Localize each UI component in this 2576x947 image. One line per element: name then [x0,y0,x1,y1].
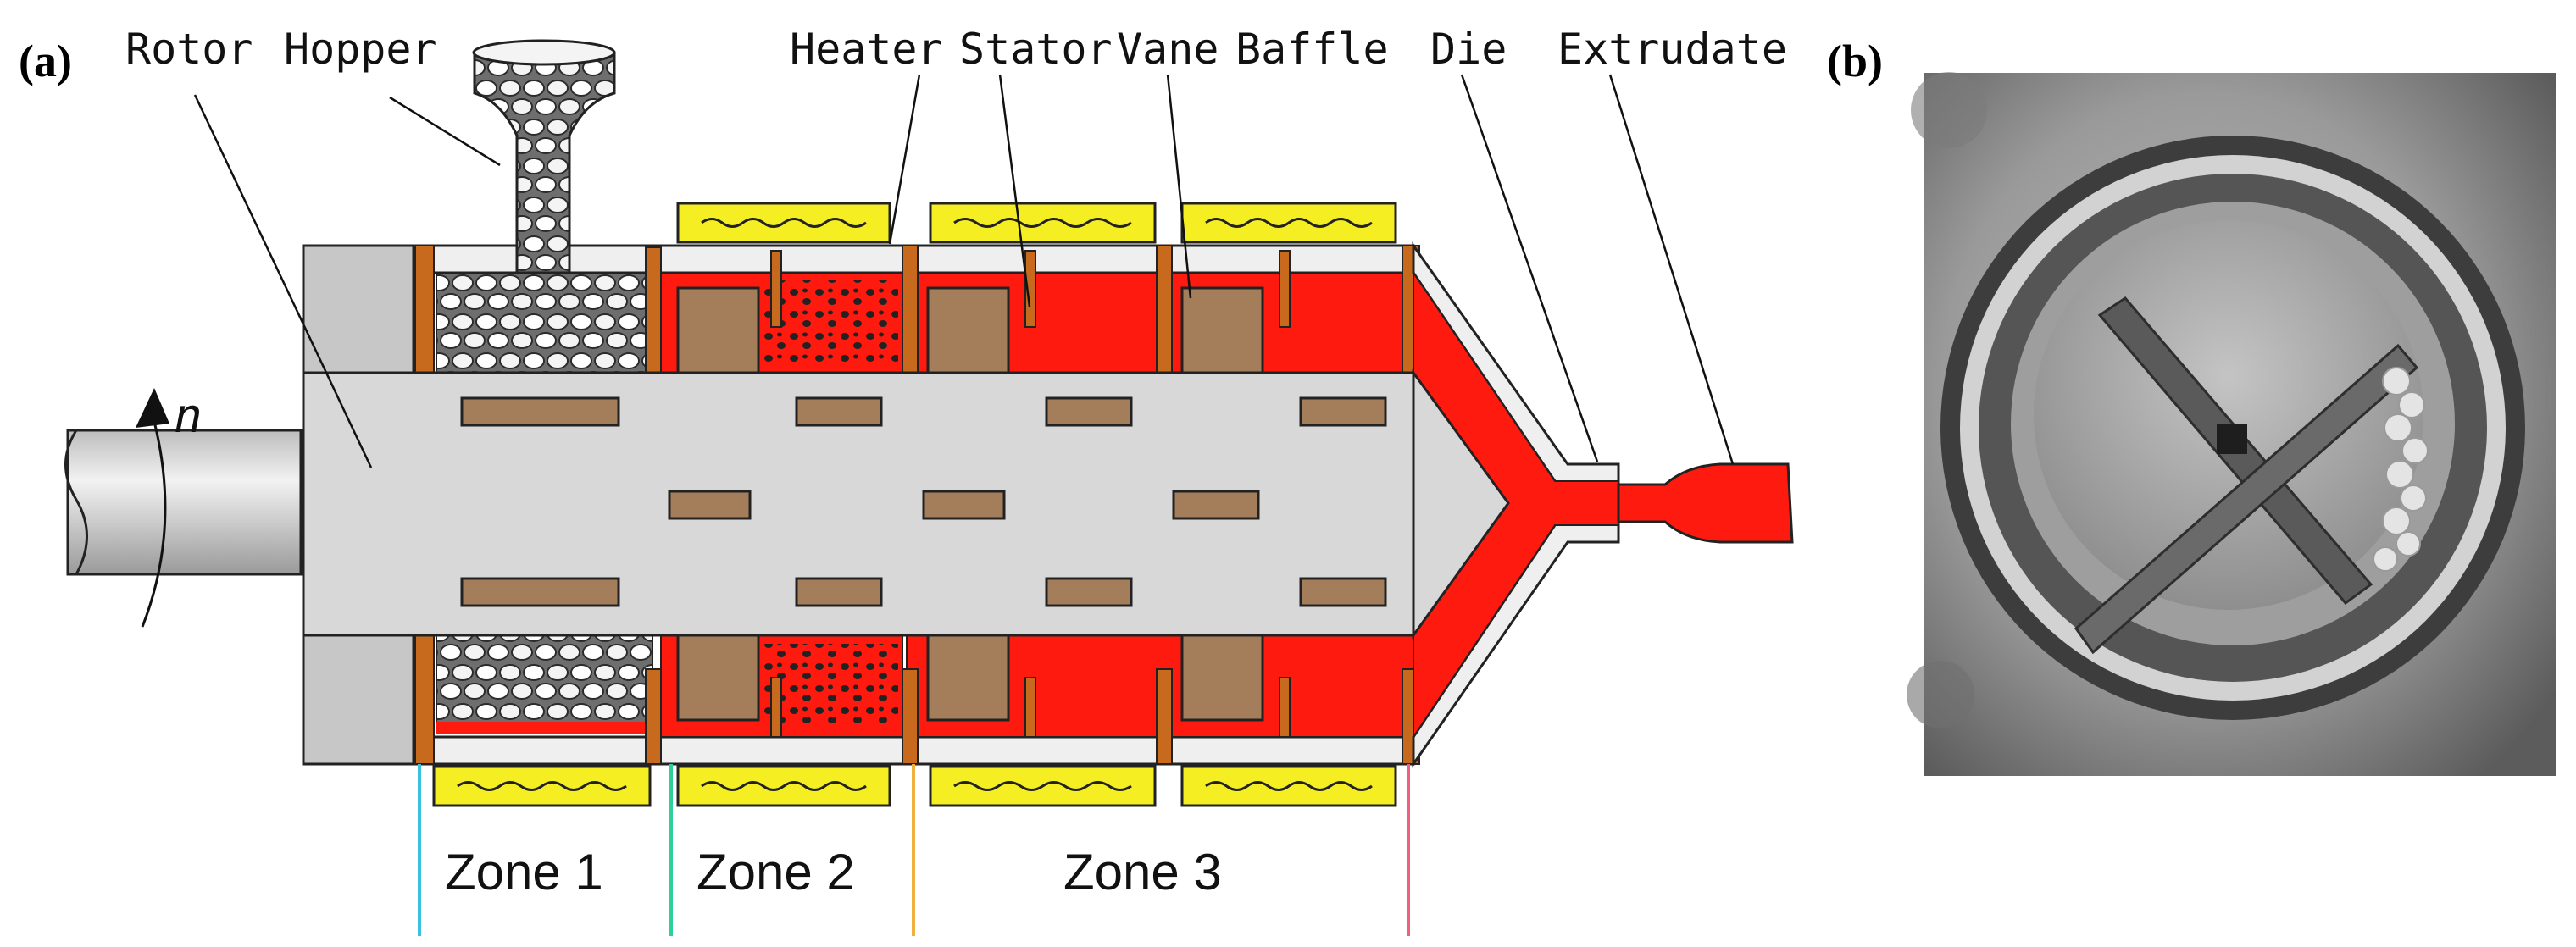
rotor-photograph [1907,72,2556,776]
heater-pad [676,765,891,807]
panel-label-b: (b) [1827,36,1883,86]
heaters [432,202,1397,807]
label-rotor: Rotor [125,25,253,74]
label-vane: Vane [1117,25,1219,74]
photo-cross-blades [2074,296,2419,655]
zone-2-label: Zone 2 [697,844,855,900]
label-heater: Heater [790,25,943,74]
stator-blocks [676,286,1264,722]
heater-pad [676,202,891,244]
label-stator: Stator [959,25,1113,74]
zone-dividers [418,764,1410,936]
drive-shaft [64,429,303,576]
label-die: Die [1430,25,1507,74]
heater-pad [1180,202,1397,244]
panel-label-a: (a) [19,36,72,86]
label-hopper: Hopper [284,25,437,74]
photo-disc [2034,220,2423,610]
heater-pad [929,765,1157,807]
rotation-arrow-icon [136,388,169,628]
zone-3-label: Zone 3 [1063,844,1222,900]
extrudate-strand [1617,462,1794,544]
die [1412,241,1620,768]
hopper [472,39,616,274]
rotor-blades [460,396,1387,607]
leader-lines [193,74,1735,468]
rotation-symbol: n [174,389,203,444]
heater-pad [929,202,1157,244]
label-extrudate: Extrudate [1557,25,1787,74]
heater-pad [432,765,652,807]
label-baffle: Baffle [1235,25,1389,74]
extruder-schematic: n [64,39,1794,807]
photo-pellets [2373,367,2429,572]
heater-pad [1180,765,1397,807]
vanes [770,250,1291,738]
zone-1-label: Zone 1 [445,844,603,900]
